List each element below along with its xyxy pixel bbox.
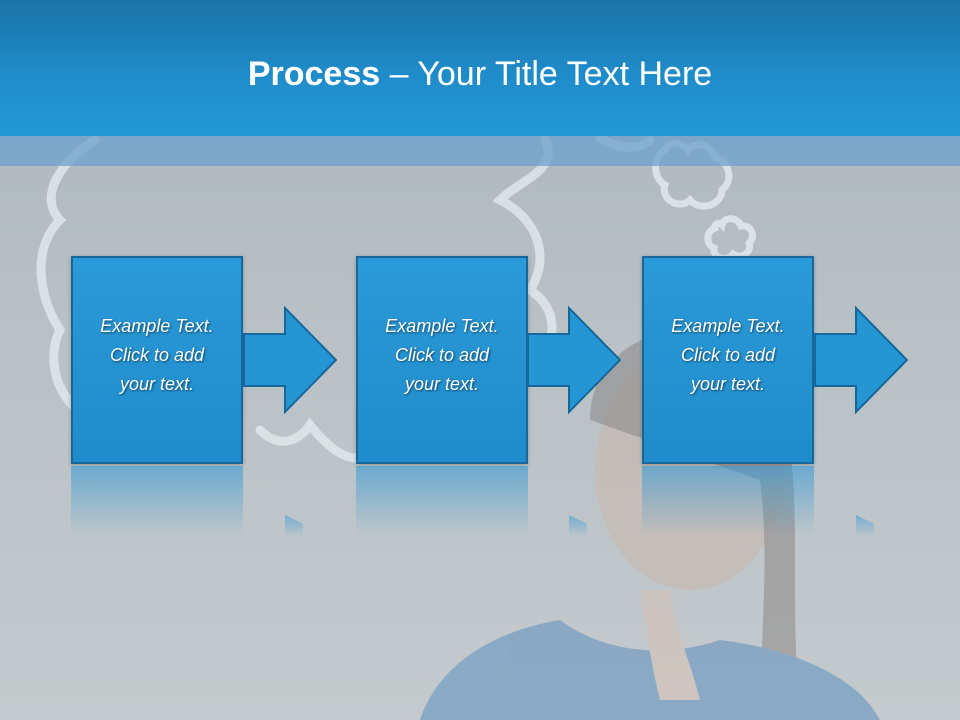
- step-3-line-1: Example Text.: [671, 316, 785, 336]
- step-3-arrow: [814, 306, 908, 414]
- title-rest-part: – Your Title Text Here: [380, 55, 713, 93]
- step-1-line-1: Example Text.: [100, 316, 214, 336]
- step-2-line-2: Click to add: [394, 345, 490, 365]
- step-2-line-1: Example Text.: [385, 316, 499, 336]
- step-2-reflection: [356, 466, 528, 536]
- process-step-1[interactable]: Example Text. Click to add your text.: [71, 256, 243, 464]
- title-bold-part: Process: [247, 55, 381, 93]
- step-3-text[interactable]: Example Text. Click to add your text.: [644, 312, 812, 399]
- step-3-line-3: your text.: [690, 374, 766, 394]
- step-3-reflection: [642, 466, 814, 536]
- process-step-2[interactable]: Example Text. Click to add your text.: [356, 256, 528, 464]
- slide-title[interactable]: Process – Your Title Text Here: [0, 52, 960, 96]
- step-1-line-3: your text.: [119, 374, 195, 394]
- step-1-reflection: [71, 466, 243, 536]
- step-1-line-2: Click to add: [109, 345, 205, 365]
- title-bar: Process – Your Title Text Here: [0, 0, 960, 136]
- step-2-line-3: your text.: [404, 374, 480, 394]
- step-1-text[interactable]: Example Text. Click to add your text.: [73, 312, 241, 399]
- step-2-text[interactable]: Example Text. Click to add your text.: [358, 312, 526, 399]
- header-accent-band: [0, 136, 960, 166]
- process-step-3[interactable]: Example Text. Click to add your text.: [642, 256, 814, 464]
- step-3-line-2: Click to add: [680, 345, 776, 365]
- step-1-arrow: [243, 306, 337, 414]
- step-2-arrow: [527, 306, 621, 414]
